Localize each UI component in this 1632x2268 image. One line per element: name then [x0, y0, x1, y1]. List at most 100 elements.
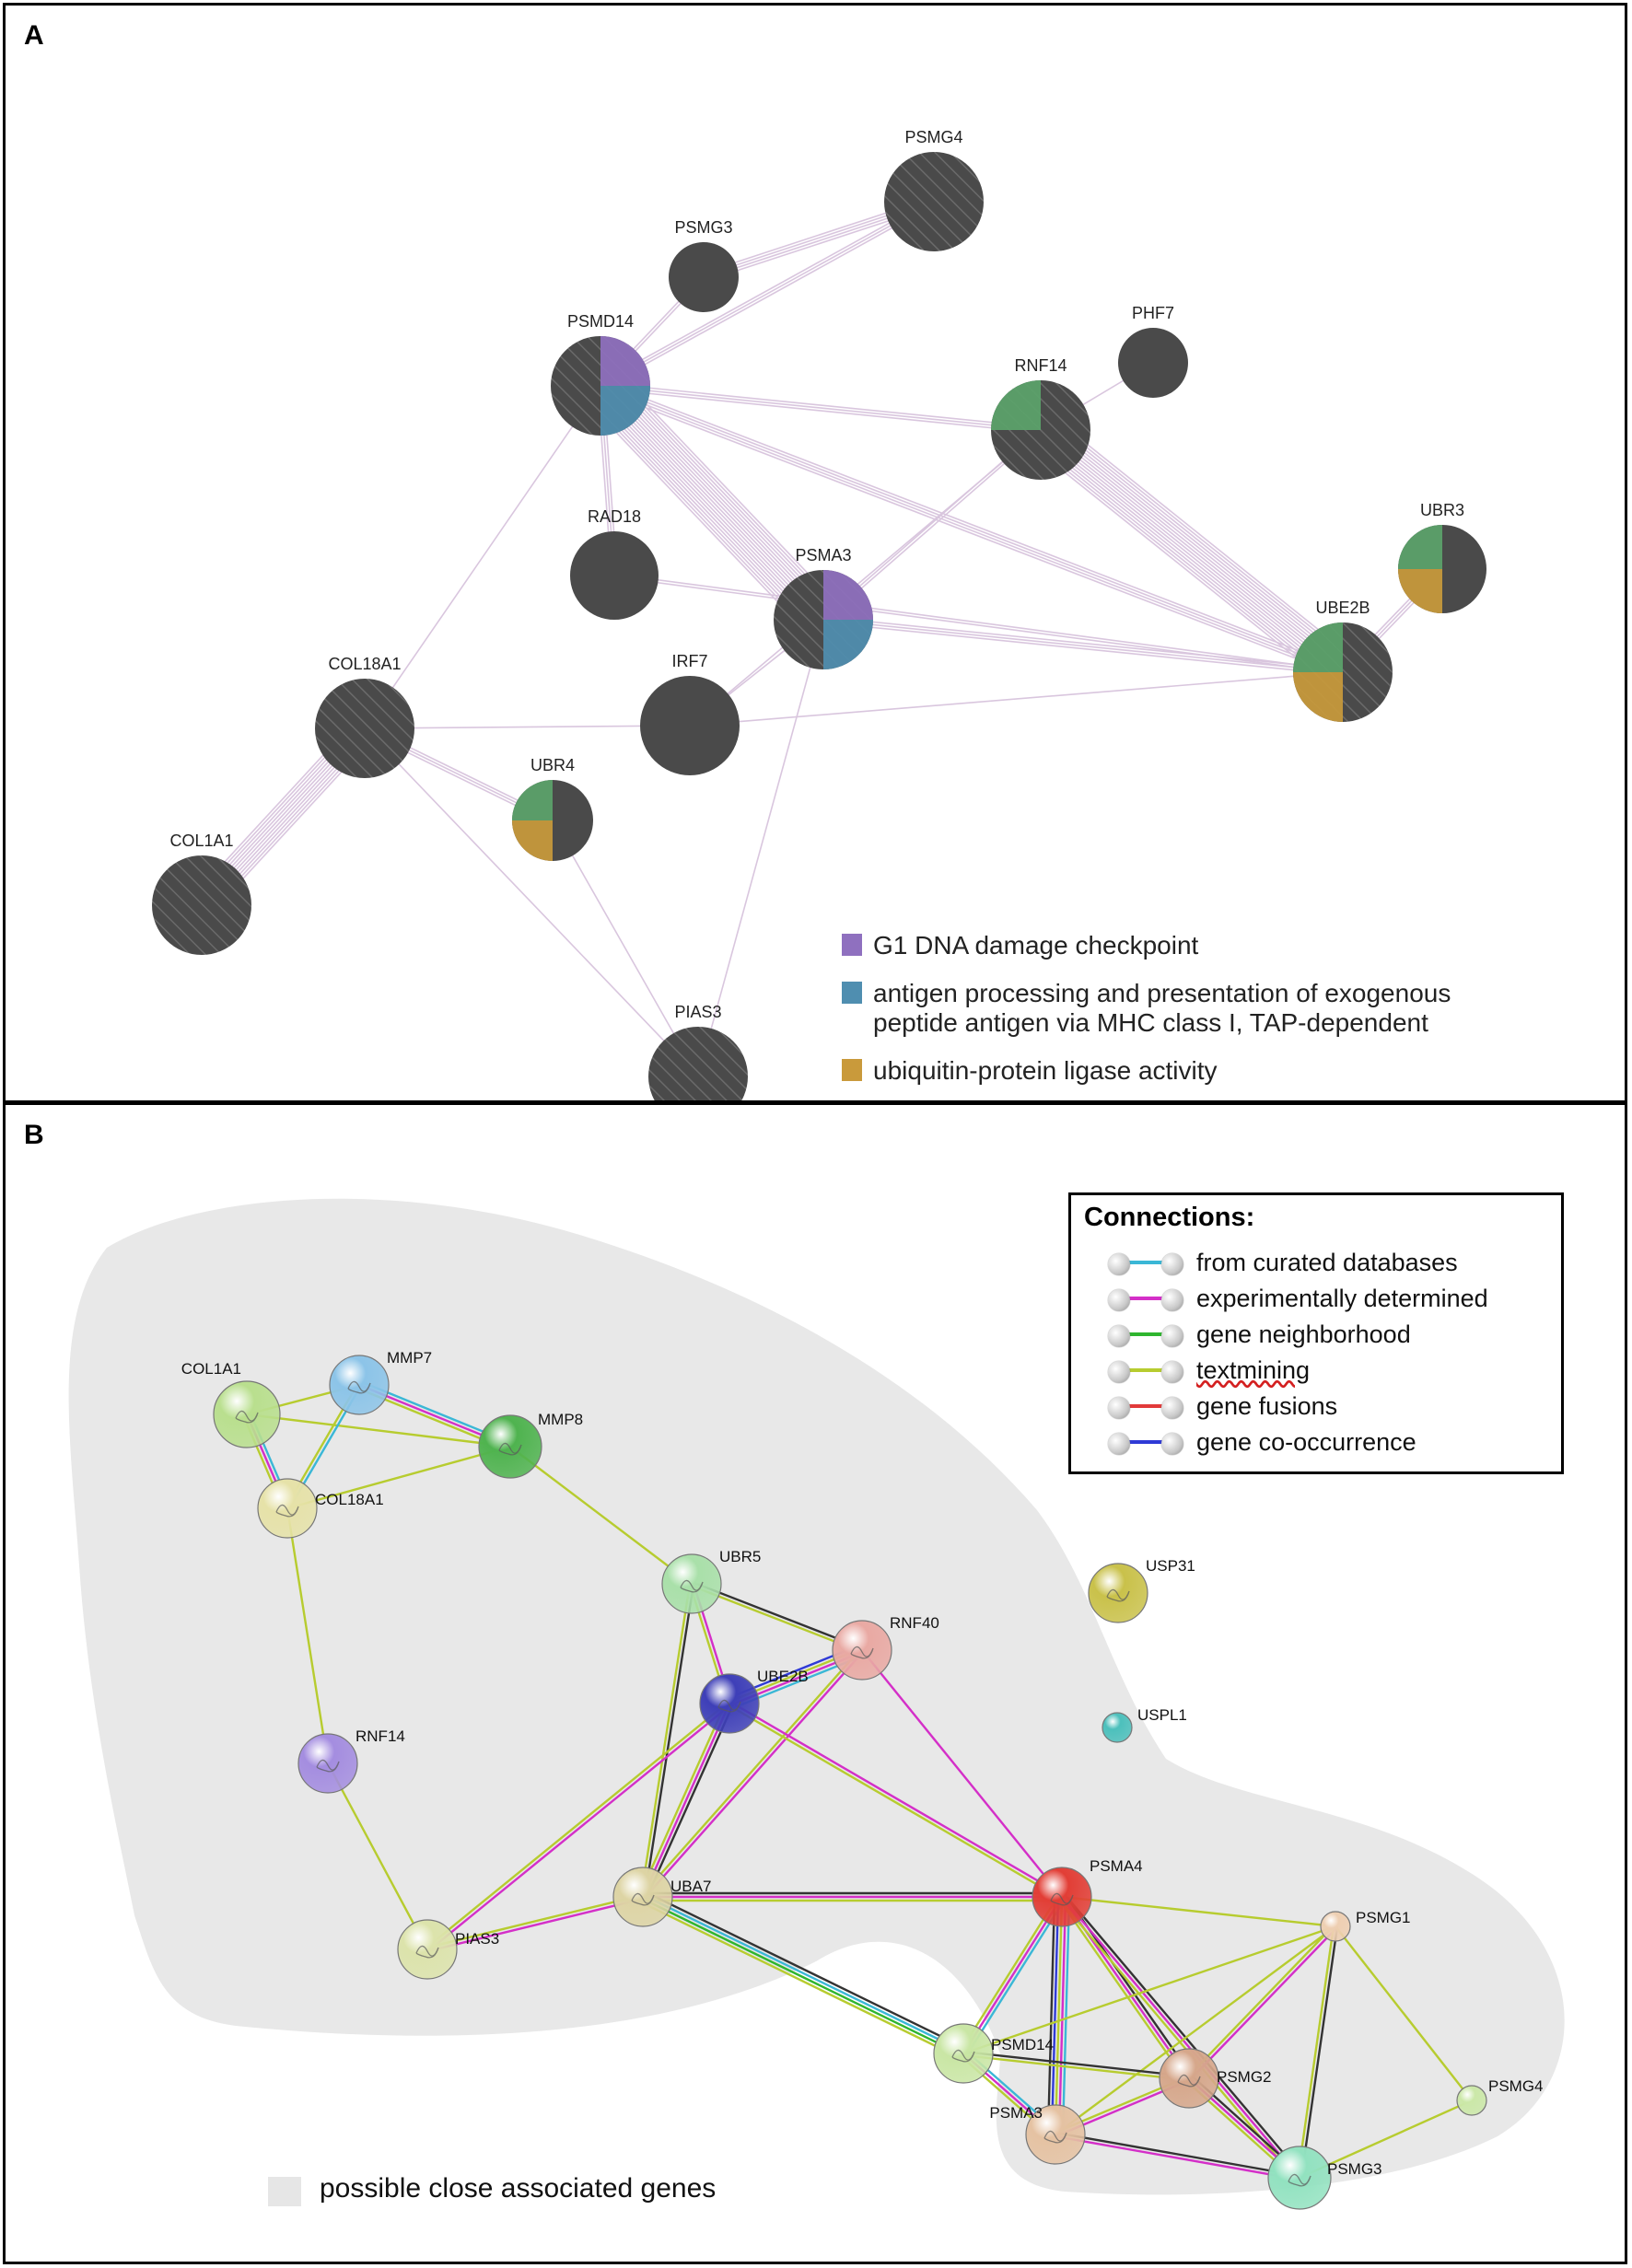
- gene-node[interactable]: PSMA3: [774, 546, 873, 669]
- gene-node[interactable]: PSMD14: [551, 312, 650, 436]
- network-edge: [601, 381, 1345, 669]
- protein-node-sphere: [397, 1919, 458, 1980]
- gene-node-circle: [884, 152, 984, 251]
- protein-structure-icon: [498, 1442, 522, 1456]
- gene-node-circle: [1118, 328, 1188, 398]
- protein-node[interactable]: PIAS3: [397, 1919, 499, 1980]
- gene-node[interactable]: UBR4: [512, 756, 593, 861]
- connection-ball-icon: [1161, 1433, 1183, 1455]
- network-edge: [1043, 425, 1346, 670]
- connection-item: gene co-occurrence: [1108, 1426, 1550, 1461]
- network-edge: [645, 1704, 734, 1900]
- gene-node[interactable]: IRF7: [640, 652, 740, 775]
- protein-node[interactable]: PSMG1: [1320, 1909, 1411, 1942]
- network-edge: [1186, 1924, 1335, 2078]
- network-edge: [286, 1445, 511, 1510]
- protein-node[interactable]: USP31: [1088, 1557, 1195, 1623]
- gene-node[interactable]: RAD18: [570, 507, 659, 620]
- protein-node[interactable]: PSMA4: [1032, 1857, 1143, 1927]
- network-edge: [1055, 2131, 1300, 2178]
- protein-node[interactable]: PSMA3: [989, 2104, 1086, 2165]
- protein-node[interactable]: MMP7: [329, 1349, 432, 1415]
- protein-node[interactable]: PSMG4: [1456, 2077, 1544, 2116]
- gene-node[interactable]: UBE2B: [1293, 599, 1393, 722]
- protein-node-label: UBE2B: [757, 1668, 809, 1685]
- protein-node[interactable]: COL18A1: [257, 1478, 384, 1539]
- network-edge: [643, 1584, 695, 1898]
- protein-node-label: UBR5: [719, 1548, 761, 1565]
- protein-node-sphere: [1159, 2048, 1219, 2109]
- gene-node[interactable]: UBR3: [1398, 501, 1486, 613]
- gene-node[interactable]: PIAS3: [648, 1003, 748, 1103]
- protein-structure-icon: [631, 1892, 655, 1906]
- protein-node[interactable]: UBA7: [612, 1867, 711, 1927]
- network-edge: [963, 2050, 1190, 2078]
- network-edge: [1035, 435, 1339, 679]
- connection-label: gene co-occurrence: [1196, 1428, 1416, 1456]
- protein-node-sphere: [257, 1478, 318, 1539]
- protein-node-sphere: [213, 1380, 281, 1448]
- protein-node-sphere: [1456, 2085, 1487, 2116]
- protein-node[interactable]: RNF40: [832, 1614, 939, 1681]
- gene-node-label: RNF14: [1014, 356, 1067, 375]
- gene-node[interactable]: PSMG3: [669, 218, 739, 312]
- protein-node-label: COL1A1: [181, 1360, 241, 1378]
- network-edge: [246, 1413, 511, 1448]
- network-edge: [697, 619, 824, 1077]
- gene-node-label: PHF7: [1132, 304, 1174, 322]
- protein-node-label: RNF14: [356, 1727, 405, 1745]
- protein-node[interactable]: PSMD14: [933, 2023, 1054, 2084]
- network-edge: [1044, 424, 1348, 668]
- gene-node-label: RAD18: [588, 507, 641, 526]
- network-edge: [604, 380, 830, 616]
- gene-node-label: UBR3: [1420, 501, 1464, 519]
- protein-node-sphere: [1267, 2146, 1332, 2210]
- gene-node-circle: [315, 679, 414, 778]
- gene-annotation-segment: [1293, 672, 1343, 722]
- connection-item: experimentally determined: [1108, 1283, 1550, 1318]
- protein-node[interactable]: USPL1: [1102, 1706, 1187, 1743]
- network-edge: [607, 378, 832, 614]
- protein-node-sphere: [1088, 1563, 1148, 1623]
- network-edge: [427, 1704, 732, 1952]
- protein-structure-icon: [316, 1759, 340, 1773]
- connection-ball-icon: [1108, 1433, 1130, 1455]
- network-edge: [1031, 441, 1335, 685]
- network-edge: [643, 1894, 965, 2053]
- protein-node-label: COL18A1: [315, 1491, 384, 1508]
- protein-node[interactable]: MMP8: [478, 1411, 583, 1479]
- protein-node[interactable]: PSMG2: [1159, 2048, 1272, 2109]
- protein-node[interactable]: UBR5: [661, 1548, 761, 1614]
- gene-node[interactable]: COL1A1: [152, 832, 251, 955]
- network-edge: [959, 1894, 1060, 2053]
- gene-node[interactable]: COL18A1: [315, 655, 414, 778]
- network-edge: [427, 1897, 644, 1953]
- network-edge: [689, 671, 1344, 727]
- network-edge: [589, 395, 813, 631]
- network-edge: [690, 1584, 862, 1653]
- protein-node-label: PSMG2: [1217, 2068, 1272, 2086]
- connection-item: gene fusions: [1108, 1390, 1550, 1425]
- gene-node[interactable]: PSMG4: [884, 128, 984, 251]
- network-edge: [364, 725, 691, 729]
- legend-label: ubiquitin-protein ligase activity: [873, 1056, 1218, 1085]
- protein-node[interactable]: PSMG3: [1267, 2146, 1382, 2210]
- protein-node-sphere: [661, 1553, 722, 1614]
- gene-node[interactable]: PHF7: [1118, 304, 1188, 398]
- associated-label: possible close associated genes: [320, 2173, 717, 2204]
- gene-node-circle: [669, 242, 739, 312]
- connection-ball-icon: [1161, 1361, 1183, 1383]
- protein-node[interactable]: COL1A1: [181, 1360, 281, 1448]
- protein-structure-icon: [415, 1945, 439, 1959]
- network-edge: [326, 1762, 429, 1950]
- network-edge: [599, 386, 823, 622]
- protein-node[interactable]: UBE2B: [699, 1668, 809, 1734]
- gene-node-label: UBR4: [530, 756, 575, 774]
- gene-annotation-segment: [823, 620, 873, 669]
- protein-node-label: USP31: [1146, 1557, 1195, 1575]
- gene-node[interactable]: RNF14: [991, 356, 1090, 480]
- protein-node[interactable]: RNF14: [297, 1727, 405, 1794]
